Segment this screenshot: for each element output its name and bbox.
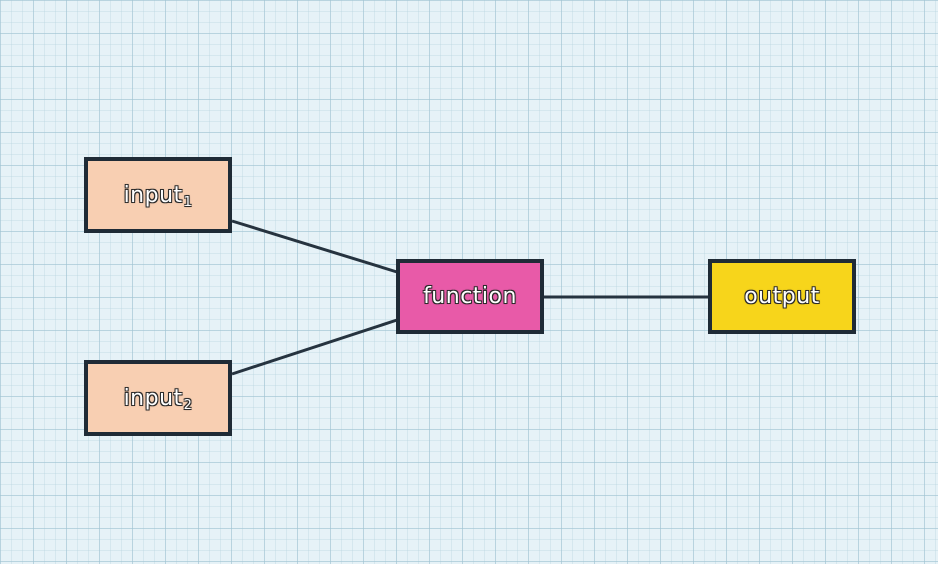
- input-2-subscript: 2: [183, 397, 193, 413]
- input-1-text: input: [123, 182, 183, 208]
- function-label: function: [423, 284, 517, 309]
- input-1-subscript: 1: [183, 194, 193, 210]
- function-node[interactable]: function: [396, 259, 544, 334]
- output-label: output: [744, 284, 820, 309]
- input-2-text: input: [123, 385, 183, 411]
- output-node[interactable]: output: [708, 259, 856, 334]
- edge-input1-to-function: [231, 219, 398, 274]
- edge-input2-to-function: [231, 318, 398, 376]
